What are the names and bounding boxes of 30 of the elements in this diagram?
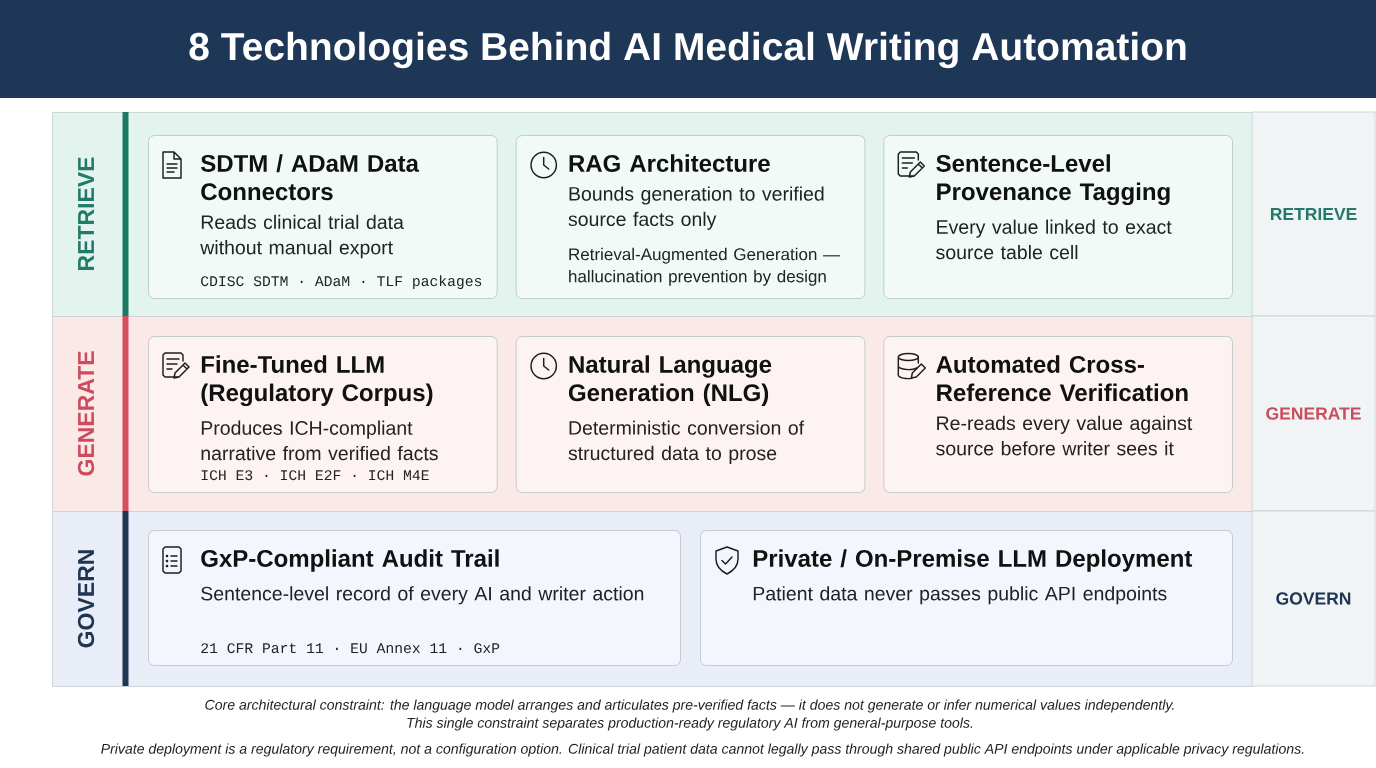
label-cell: GOVERN bbox=[1251, 510, 1376, 687]
row-label: GENERATE bbox=[77, 351, 95, 476]
card-text: Produces ICH-compliant narrative from verified facts bbox=[201, 420, 438, 461]
footer-note: Core architectural constraint: the language model arranges and articulates pre-verified facts — it does not generate or infer numerical values independently. bbox=[205, 699, 1174, 713]
card-text: Deterministic conversion of structured data to prose bbox=[568, 420, 805, 464]
tag-line: CDISC SDTM · ADaM · TLF packages bbox=[201, 275, 482, 290]
label-cell: GENERATE bbox=[1251, 315, 1376, 512]
card-text: Bounds generation to verified source facts only bbox=[568, 186, 824, 230]
card-title: GxP-Compliant Audit Trail bbox=[201, 549, 499, 572]
card-title: SDTM / ADaM Data Connectors bbox=[200, 154, 420, 201]
note-text: Retrieval-Augmented Generation — hallucination prevention by design bbox=[569, 247, 841, 286]
card-text: Every value linked to exact source table cell bbox=[936, 219, 1172, 260]
row-label: RETRIEVE bbox=[78, 157, 94, 270]
row-label: GOVERN bbox=[77, 550, 95, 648]
tag-line: 21 CFR Part 11 · EU Annex 11 · GxP bbox=[201, 643, 500, 654]
footer-note: Private deployment is a regulatory requirement, not a configuration option. Clinical trial patient data cannot legally pass through shared public API endpoints under applicable privacy regulations. bbox=[101, 743, 1304, 757]
card-title: Fine-Tuned LLM (Regulatory Corpus) bbox=[201, 355, 433, 407]
footer-note: This single constraint separates production-ready regulatory AI from general-purpose tools. bbox=[407, 717, 973, 731]
tag-line: ICH E3 · ICH E2F · ICH M4E bbox=[201, 470, 429, 481]
card-text: Re-reads every value against source before writer sees it bbox=[936, 415, 1193, 456]
card-text: Reads clinical trial data without manual export bbox=[200, 214, 404, 259]
card-title: Automated Cross-Reference Verification bbox=[936, 355, 1188, 402]
card-title: Private / On-Premise LLM Deployment bbox=[753, 549, 1193, 572]
card-text: Sentence-level record of every AI and writer action bbox=[201, 586, 644, 605]
title: 8 Technologies Behind AI Medical Writing Automation bbox=[189, 31, 1186, 69]
card-text: Patient data never passes public API endpoints bbox=[753, 586, 1167, 605]
card-title: Sentence-Level Provenance Tagging bbox=[936, 154, 1170, 206]
card-title: RAG Architecture bbox=[569, 154, 770, 172]
label-cell: RETRIEVE bbox=[1251, 111, 1376, 317]
card-title: Natural Language Generation (NLG) bbox=[568, 355, 772, 406]
